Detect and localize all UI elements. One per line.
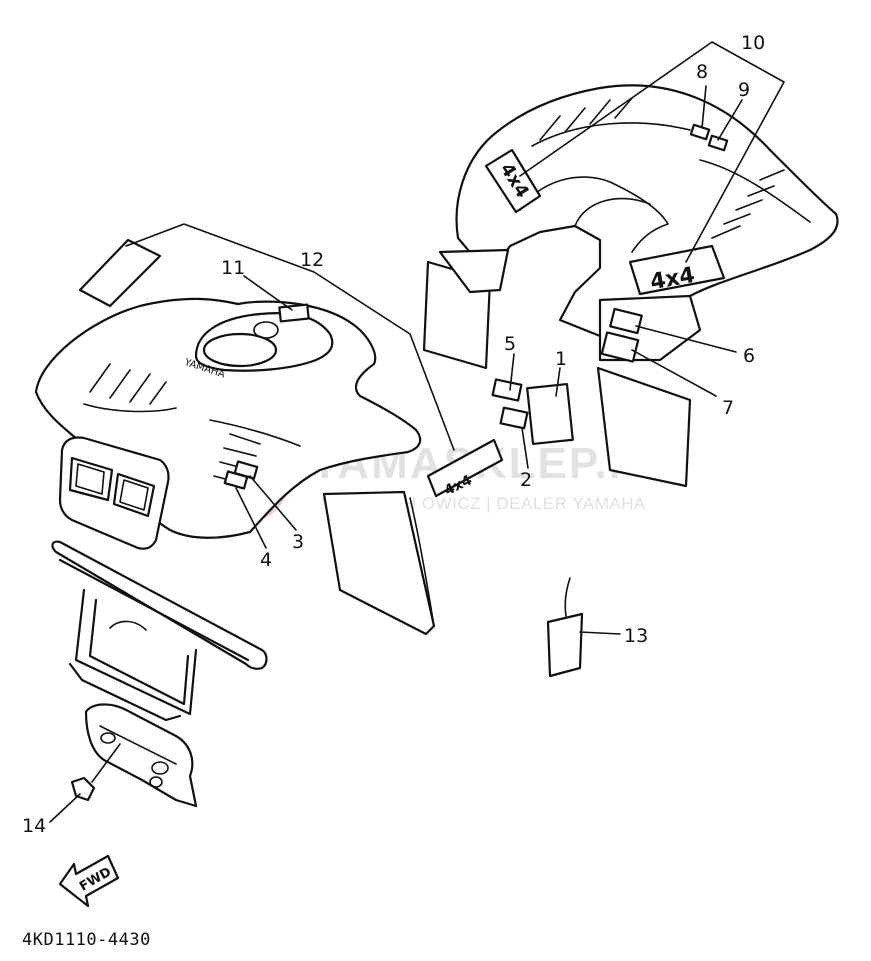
callout-7: 7 bbox=[722, 397, 734, 419]
label-5 bbox=[491, 378, 523, 402]
label-11 bbox=[278, 303, 310, 323]
rear-decal-4x4: 4x4 bbox=[484, 148, 542, 214]
callout-1: 1 bbox=[555, 348, 567, 370]
fwd-arrow-icon: FWD bbox=[58, 854, 120, 908]
front-bumper bbox=[51, 540, 268, 808]
rear-fender: 4x4 4x4 bbox=[422, 84, 839, 488]
callouts: 10 8 9 11 12 5 1 6 7 2 3 4 13 14 bbox=[22, 32, 765, 837]
callout-3: 3 bbox=[292, 531, 304, 553]
leader-lines bbox=[49, 41, 785, 823]
label-4 bbox=[223, 470, 249, 490]
callout-4: 4 bbox=[260, 549, 272, 571]
loose-labels bbox=[491, 378, 574, 446]
label-2 bbox=[499, 406, 529, 430]
callout-5: 5 bbox=[504, 333, 516, 355]
callout-11: 11 bbox=[221, 257, 245, 279]
clip-14 bbox=[70, 776, 96, 802]
label-6 bbox=[609, 307, 643, 335]
front-body: YAMAHA 4x4 bbox=[34, 238, 504, 636]
label-7 bbox=[600, 331, 640, 363]
fender-decal-4x4: 4x4 bbox=[628, 244, 726, 295]
callout-10: 10 bbox=[741, 32, 765, 54]
tag-13 bbox=[546, 577, 584, 678]
callout-13: 13 bbox=[624, 625, 648, 647]
part-code: 4KD1110-4430 bbox=[22, 930, 151, 950]
label-1 bbox=[526, 382, 574, 446]
callout-2: 2 bbox=[520, 469, 532, 491]
callout-8: 8 bbox=[696, 61, 708, 83]
callout-14: 14 bbox=[22, 815, 46, 837]
callout-6: 6 bbox=[743, 345, 755, 367]
callout-12: 12 bbox=[300, 249, 324, 271]
callout-9: 9 bbox=[738, 79, 750, 101]
